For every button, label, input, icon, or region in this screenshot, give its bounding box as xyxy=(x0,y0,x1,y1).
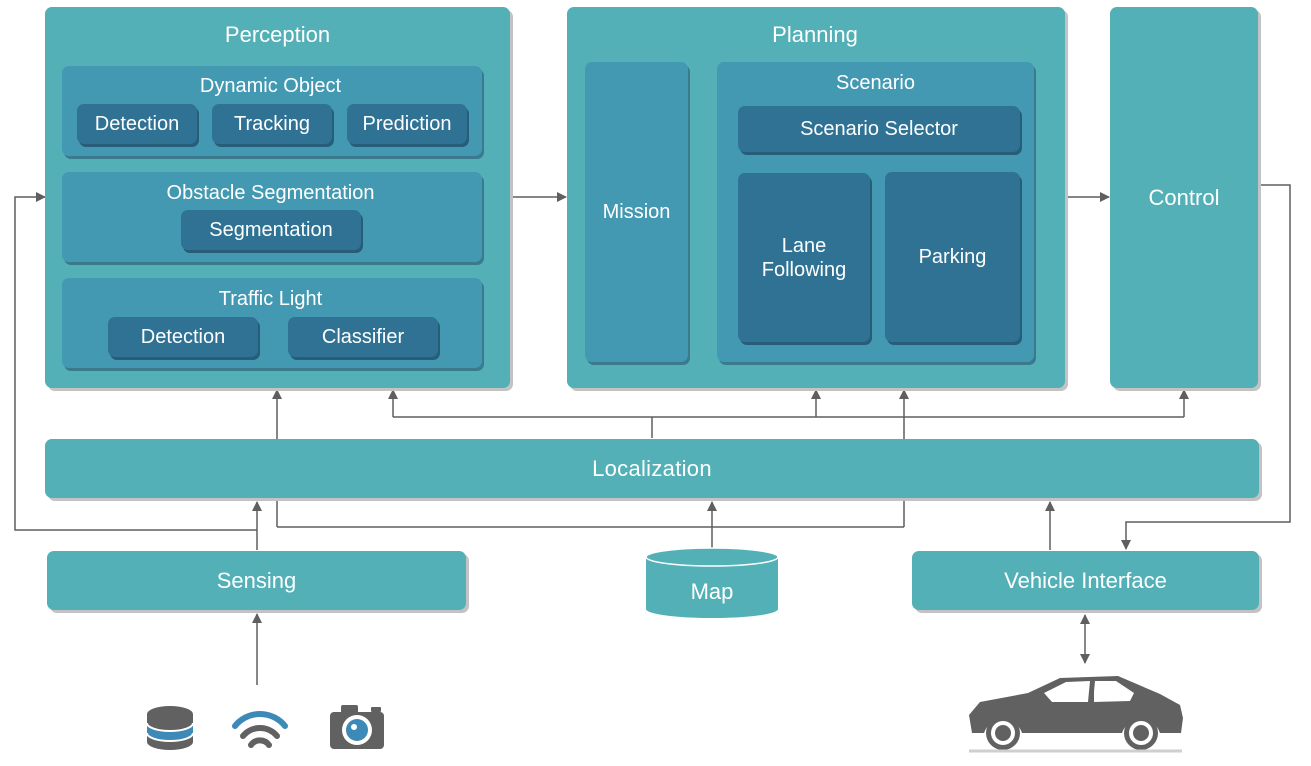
traffic-detection-module: Detection xyxy=(108,317,258,357)
arrow-control-to-vehicle xyxy=(1121,184,1291,550)
control-block: Control xyxy=(1110,7,1258,388)
localization-block: Localization xyxy=(45,439,1259,498)
traffic-light-title: Traffic Light xyxy=(218,288,323,310)
obstacle-segmentation-title: Obstacle Segmentation xyxy=(166,182,375,204)
mission-module: Mission xyxy=(585,62,688,362)
dynamic-prediction-module: Prediction xyxy=(347,104,467,144)
segmentation-module: Segmentation xyxy=(181,210,361,250)
vehicle-interface-block: Vehicle Interface xyxy=(912,551,1259,610)
dynamic-tracking-module: Tracking xyxy=(212,104,332,144)
scenario-title: Scenario xyxy=(836,72,915,94)
traffic-classifier-module: Classifier xyxy=(288,317,438,357)
planning-title: Planning xyxy=(772,22,858,47)
parking-module: Parking xyxy=(885,172,1020,342)
perception-title: Perception xyxy=(224,22,331,47)
map-label: Map xyxy=(690,579,734,604)
scenario-selector-module: Scenario Selector xyxy=(738,106,1020,152)
dynamic-detection-module: Detection xyxy=(77,104,197,144)
dynamic-object-title: Dynamic Object xyxy=(199,75,342,97)
lane-following-module: Lane Following xyxy=(738,173,870,342)
sensing-block: Sensing xyxy=(47,551,466,610)
arrow-sensing-to-perception xyxy=(14,192,257,531)
